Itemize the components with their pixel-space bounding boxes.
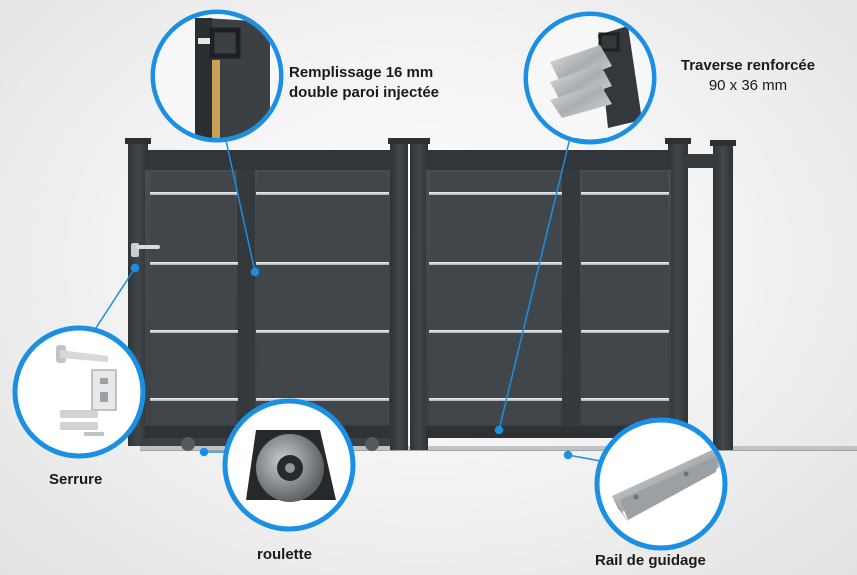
profile-section-icon [528, 16, 652, 138]
callout-roulette-label: roulette [257, 546, 313, 563]
ground-rail [140, 446, 857, 451]
wheel-icon [246, 430, 336, 502]
traverse-line2: 90 x 36 mm [708, 77, 788, 94]
panel-section-icon [155, 14, 279, 138]
callout-rail [594, 417, 728, 551]
center-posts [388, 138, 430, 450]
gate-leaf-right [426, 150, 671, 438]
callout-serrure-label: Serrure [49, 471, 103, 488]
callout-rail-label: Rail de guidage [595, 552, 706, 569]
gate-leaf-left [125, 138, 393, 451]
remplissage-line1: Remplissage 16 mm [289, 64, 434, 81]
callout-remplissage [150, 9, 284, 143]
lock-icon [56, 345, 117, 436]
rail-icon [612, 450, 722, 524]
remplissage-line2: double paroi injectée [289, 84, 440, 101]
traverse-line1: Traverse renforcée [680, 57, 816, 74]
callout-traverse [523, 11, 657, 145]
guide-post [665, 138, 736, 450]
callout-remplissage-label: Remplissage 16 mm double paroi injectée [289, 63, 439, 103]
callout-traverse-label: Traverse renforcée 90 x 36 mm [663, 56, 833, 96]
callout-roulette [222, 398, 356, 532]
callout-serrure [12, 325, 146, 459]
